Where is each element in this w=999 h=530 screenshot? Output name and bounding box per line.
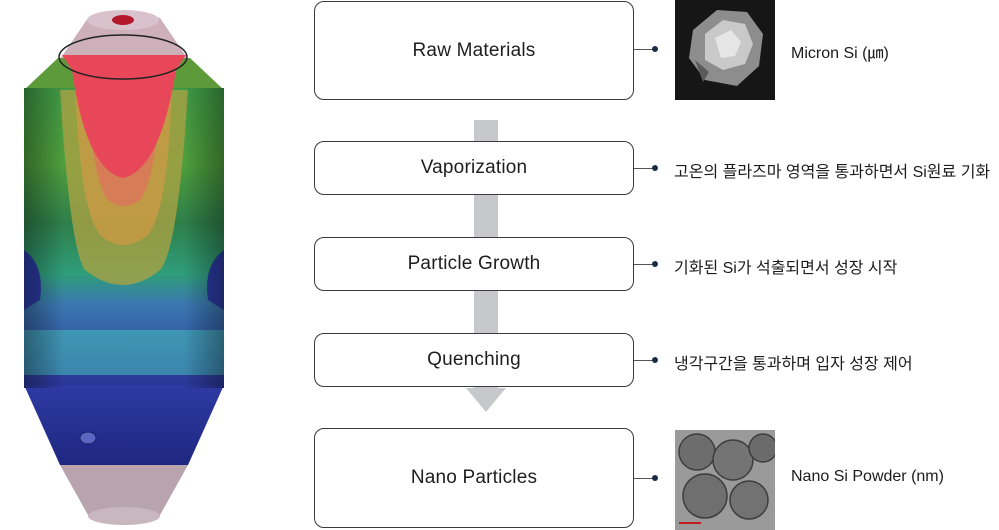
nano-si-tem-image bbox=[675, 430, 775, 530]
plasma-reactor-simulation bbox=[0, 0, 250, 530]
step-label: Particle Growth bbox=[408, 253, 541, 275]
step-label: Vaporization bbox=[421, 157, 528, 179]
desc-particle-growth: 기화된 Si가 석출되면서 성장 시작 bbox=[674, 254, 897, 278]
connector-dot bbox=[652, 46, 658, 52]
desc-nano-particles: Nano Si Powder (nm) bbox=[791, 468, 944, 486]
connector-dot bbox=[652, 475, 658, 481]
step-label: Nano Particles bbox=[411, 467, 537, 489]
connector-dot bbox=[652, 165, 658, 171]
step-vaporization: Vaporization bbox=[314, 141, 634, 195]
desc-vaporization: 고온의 플라즈마 영역을 통과하면서 Si원료 기화 bbox=[674, 158, 990, 182]
micron-si-sem-image bbox=[675, 0, 775, 100]
flow-arrow-head bbox=[466, 388, 506, 412]
desc-quenching: 냉각구간을 통과하며 입자 성장 제어 bbox=[674, 350, 913, 374]
step-raw-materials: Raw Materials bbox=[314, 1, 634, 100]
step-label: Raw Materials bbox=[413, 40, 536, 62]
desc-raw-materials: Micron Si (㎛) bbox=[791, 39, 889, 63]
step-particle-growth: Particle Growth bbox=[314, 237, 634, 291]
connector-dot bbox=[652, 261, 658, 267]
step-quenching: Quenching bbox=[314, 333, 634, 387]
step-label: Quenching bbox=[427, 349, 521, 371]
connector-dot bbox=[652, 357, 658, 363]
step-nano-particles: Nano Particles bbox=[314, 428, 634, 528]
